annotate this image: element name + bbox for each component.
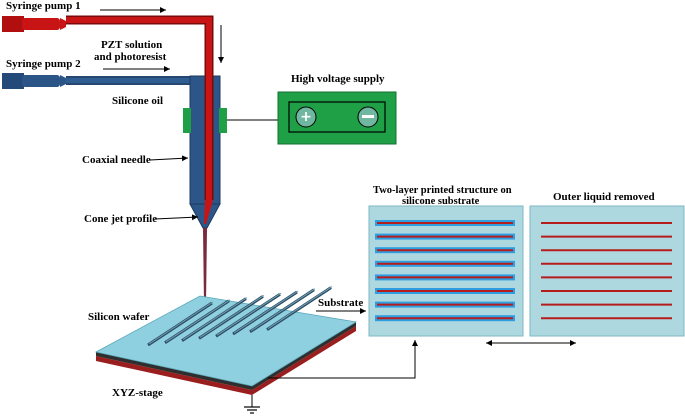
- silicon-wafer-label: Silicon wafer: [88, 311, 150, 323]
- xyz-stage-label: XYZ-stage: [112, 387, 163, 399]
- two-layer-line: [375, 288, 515, 294]
- ground-icon: [244, 395, 260, 414]
- two-layer-line: [375, 315, 515, 322]
- pzt-solution-label: PZT solution: [101, 39, 162, 51]
- wafer-line: [232, 290, 299, 336]
- outer-liquid-removed-panel: [529, 205, 685, 337]
- two-layer-line: [375, 220, 515, 226]
- coaxial-needle-label: Coaxial needle: [82, 154, 151, 166]
- wafer-line: [249, 288, 316, 334]
- xyz-stage: [94, 295, 358, 395]
- wafer-line: [181, 297, 248, 342]
- svg-text:+: +: [300, 109, 312, 125]
- coaxial-needle-pointer: [149, 155, 189, 162]
- high-voltage-supply: +: [277, 91, 397, 145]
- syringe-pump-1-body: [2, 16, 66, 32]
- electrode-clamp-right: [219, 108, 227, 133]
- two-layer-lines: [375, 220, 515, 322]
- two-layer-label-line1: Two-layer printed structure on: [373, 185, 512, 196]
- outer-liquid-label: Outer liquid removed: [553, 191, 655, 203]
- two-layer-line: [375, 233, 515, 240]
- stage-to-panel-connector: [268, 340, 418, 379]
- syringe-pump-2-body: [2, 73, 66, 89]
- two-layer-line: [375, 260, 515, 267]
- wafer-line: [147, 301, 214, 347]
- inner-red-tube: [66, 15, 214, 224]
- high-voltage-label: High voltage supply: [291, 73, 385, 85]
- two-layer-line: [375, 274, 515, 281]
- wafer-line: [266, 286, 333, 331]
- syringe-pump-1-label: Syringe pump 1: [6, 0, 81, 12]
- removed-lines: [541, 222, 672, 320]
- substrate-label: Substrate: [318, 297, 363, 309]
- wafer-printed-lines: [147, 286, 333, 347]
- wafer-line: [198, 294, 265, 340]
- cone-jet-label: Cone jet profile: [84, 213, 157, 225]
- wafer-line: [164, 299, 231, 345]
- cone-jet-stream: [203, 228, 207, 305]
- positive-terminal-icon: [295, 106, 317, 128]
- silicone-oil-label: Silicone oil: [112, 95, 163, 107]
- two-layer-structure-panel: [368, 205, 524, 337]
- syringe-pump-2-label: Syringe pump 2: [6, 58, 81, 70]
- wafer-line: [215, 292, 282, 338]
- two-layer-line: [375, 247, 515, 254]
- two-layer-label-line2: silicone substrate: [402, 196, 480, 207]
- two-layer-line: [375, 301, 515, 308]
- photoresist-label: and photoresist: [94, 51, 167, 63]
- cone-jet-pointer: [154, 214, 199, 221]
- electrode-clamp-left: [183, 108, 191, 133]
